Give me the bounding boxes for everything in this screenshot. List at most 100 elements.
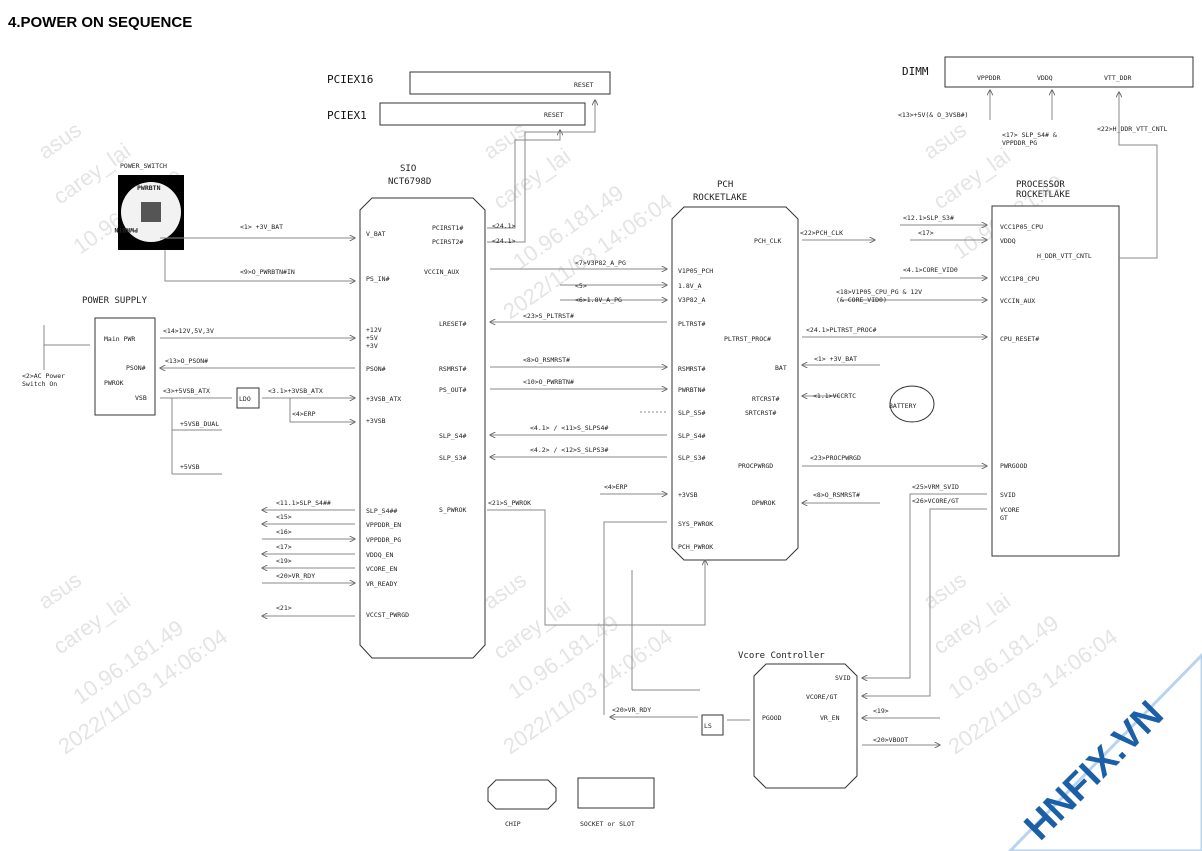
connection-wires — [43, 90, 1158, 745]
pciex16-slot — [409, 71, 611, 95]
pch-pin-pltrst: PLTRST# — [678, 320, 705, 328]
signal-label: (& CORE_VID0) — [836, 296, 887, 304]
signal-label: <19> — [873, 707, 889, 715]
cpu-pin-svid: SVID — [1000, 491, 1016, 499]
pch-pin-rsmrst: RSMRST# — [678, 365, 705, 373]
sio-pin-3vsb-atx: +3VSB_ATX — [366, 395, 401, 403]
signal-label: <16> — [276, 528, 292, 536]
power-supply-label: POWER SUPPLY — [82, 296, 148, 306]
cpu-pin-h-ddr-vtt: H_DDR_VTT_CNTL — [1037, 252, 1092, 260]
signal-label: <1> +3V_BAT — [240, 223, 283, 231]
sio-pin-vddq-en: VDDQ_EN — [366, 551, 393, 559]
signal-label: <22>H_DDR_VTT_CNTL — [1097, 125, 1168, 133]
signal-labels: <1> +3V_BAT <9>O_PWRBTN#IN <14>12V,5V,3V… — [163, 111, 1168, 744]
signal-label: <24.1> — [492, 237, 516, 245]
pciex16-reset-pin: RESET — [574, 81, 594, 89]
pch-pin-v1p05: V1P05_PCH — [678, 267, 713, 275]
dimm-slot — [944, 56, 1194, 88]
dimm-pin-vppddr: VPPDDR — [977, 74, 1001, 82]
vcore-controller-chip — [753, 663, 858, 789]
signal-label: <21> — [276, 604, 292, 612]
signal-label: <3.1>+3VSB_ATX — [268, 387, 323, 395]
signal-label: <25>VRM_SVID — [912, 483, 959, 491]
signal-label: <19> — [276, 557, 292, 565]
cpu-pin-vccin-aux: VCCIN_AUX — [1000, 297, 1035, 305]
power-switch-cap-top: PWRBTN — [137, 184, 161, 192]
pch-pin-dpwrok: DPWROK — [752, 499, 776, 507]
legend-chip-shape — [487, 779, 557, 810]
signal-label: <18>V1P05_CPU_PG & 12V — [836, 288, 922, 296]
sio-pin-slp-s4b: SLP_S4# — [439, 432, 466, 440]
signal-label: <4.1>CORE_VID0 — [903, 266, 958, 274]
sio-pin-ps-in: PS_IN# — [366, 275, 390, 283]
watermark-group: asus carey_lai 10.96.181.49 asus carey_l… — [34, 117, 1122, 759]
psu-pin-pwrok: PWROK — [104, 379, 124, 387]
watermark-text: asus — [34, 117, 86, 164]
sio-pin-pcirst2: PCIRST2# — [432, 238, 463, 246]
psu-pin-pson: PSON# — [126, 364, 146, 372]
pciex1-slot — [379, 102, 586, 126]
ac-power-label-2: Switch On — [22, 380, 57, 388]
sio-pin-vccin-aux: VCCIN_AUX — [424, 268, 459, 276]
signal-label: <23>S_PLTRST# — [523, 312, 574, 320]
sio-pin-vccst-pwrgd: VCCST_PWRGD — [366, 611, 409, 619]
processor-chip — [991, 205, 1120, 557]
pch-pin-v3p82: V3P82_A — [678, 296, 705, 304]
vcore-pin-pgood: PGOOD — [762, 714, 782, 722]
vcore-pin-vr-en: VR_EN — [820, 714, 840, 722]
signal-label: <17> — [918, 229, 934, 237]
signal-label: <13>O_PSON# — [165, 357, 208, 365]
pch-pin-slp-s3: SLP_S3# — [678, 454, 705, 462]
legend-socket-label: SOCKET or SLOT — [580, 820, 635, 828]
sio-pin-5v: +5V — [366, 334, 378, 342]
cpu-pin-vcc1p05: VCC1P05_CPU — [1000, 223, 1043, 231]
cpu-pin-vddq: VDDQ — [1000, 237, 1016, 245]
signal-label: <3>+5VSB_ATX — [163, 387, 210, 395]
ac-power-label: <2>AC Power — [22, 372, 65, 380]
signal-label: <4.2> / <12>S_SLPS3# — [530, 446, 608, 454]
sio-chip — [359, 197, 486, 659]
processor-part: ROCKETLAKE — [1016, 190, 1070, 200]
watermark-text: asus — [919, 567, 971, 614]
ldo-label: LDO — [239, 395, 251, 403]
signal-label: <10>O_PWRBTN# — [523, 378, 574, 386]
signal-label: <1> +3V_BAT — [814, 355, 857, 363]
signal-label: <17> SLP_S4# & — [1002, 131, 1057, 139]
pch-pin-rtcrst: RTCRST# — [752, 395, 779, 403]
sio-pin-s-pwrok: S_PWROK — [439, 506, 466, 514]
signal-label: +5VSB_DUAL — [180, 420, 219, 428]
pch-pin-pch-clk: PCH_CLK — [754, 237, 781, 245]
power-switch-label: POWER_SWITCH — [120, 162, 167, 170]
pch-pin-procpwrgd: PROCPWRGD — [738, 462, 773, 470]
sio-part: NCT6798D — [388, 177, 431, 187]
pch-chip — [671, 206, 799, 561]
cpu-pin-vcore: VCORE — [1000, 506, 1020, 514]
battery-label: BATTERY — [889, 402, 916, 410]
pch-pin-slp-s5: SLP_S5# — [678, 409, 705, 417]
sio-label: SIO — [400, 164, 416, 174]
psu-pin-main-pwr: Main PWR — [104, 335, 135, 343]
signal-label: <20>VBOOT — [873, 736, 908, 744]
power-supply-block — [94, 317, 156, 416]
signal-label: VPPDDR_PG — [1002, 139, 1037, 147]
signal-label: <20>VR_RDY — [612, 706, 651, 714]
power-switch-cap-bottom: PWRBTN — [114, 226, 138, 234]
pch-pin-sys-pwrok: SYS_PWROK — [678, 520, 713, 528]
sio-pin-lreset: LRESET# — [439, 320, 466, 328]
signal-label: <14>12V,5V,3V — [163, 327, 214, 335]
dimm-pin-vtt: VTT_DDR — [1104, 74, 1131, 82]
sio-pin-slp-s4: SLP_S4## — [366, 507, 397, 515]
signal-label: <1.1>VCCRTC — [813, 392, 856, 400]
cpu-pin-gt: GT — [1000, 514, 1008, 522]
vcore-pin-svid: SVID — [835, 674, 851, 682]
processor-label: PROCESSOR — [1016, 180, 1065, 190]
pch-pin-pch-pwrok: PCH_PWROK — [678, 543, 713, 551]
watermark-text: asus — [34, 567, 86, 614]
pciex1-label: PCIEX1 — [327, 109, 367, 122]
sio-pin-vr-ready: VR_READY — [366, 580, 397, 588]
signal-label: <24.1> — [492, 222, 516, 230]
signal-label: <21>S_PWROK — [488, 499, 531, 507]
signal-label: <7>V3P82_A_PG — [575, 259, 626, 267]
signal-label: <5> — [575, 282, 587, 290]
